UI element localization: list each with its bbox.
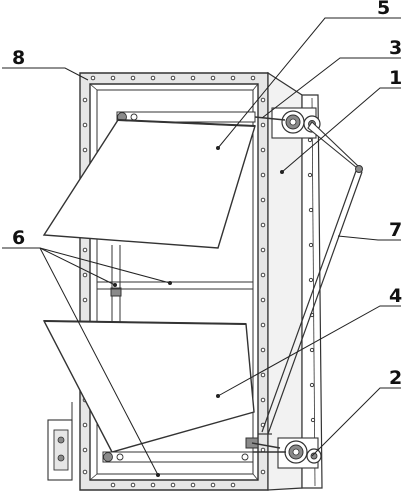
callout-5: 5 <box>377 0 390 19</box>
callout-7: 7 <box>389 219 402 241</box>
middle-crossbar <box>97 281 253 290</box>
callout-1: 1 <box>389 67 402 89</box>
callout-labels: 8 5 3 1 7 6 4 2 <box>12 0 402 389</box>
lower-blade <box>42 320 255 463</box>
leader-dots <box>113 146 284 477</box>
guide-bars <box>110 245 122 326</box>
leader-lines <box>2 17 401 476</box>
flange-bolts <box>82 75 266 488</box>
bottom-bracket <box>47 402 73 481</box>
callout-4: 4 <box>389 285 402 307</box>
callout-2: 2 <box>389 367 402 389</box>
linkage <box>245 121 363 449</box>
callout-3: 3 <box>389 37 402 59</box>
callout-8: 8 <box>12 47 25 69</box>
lower-actuator <box>253 437 322 469</box>
callout-6: 6 <box>12 227 25 249</box>
upper-blade <box>42 111 256 249</box>
